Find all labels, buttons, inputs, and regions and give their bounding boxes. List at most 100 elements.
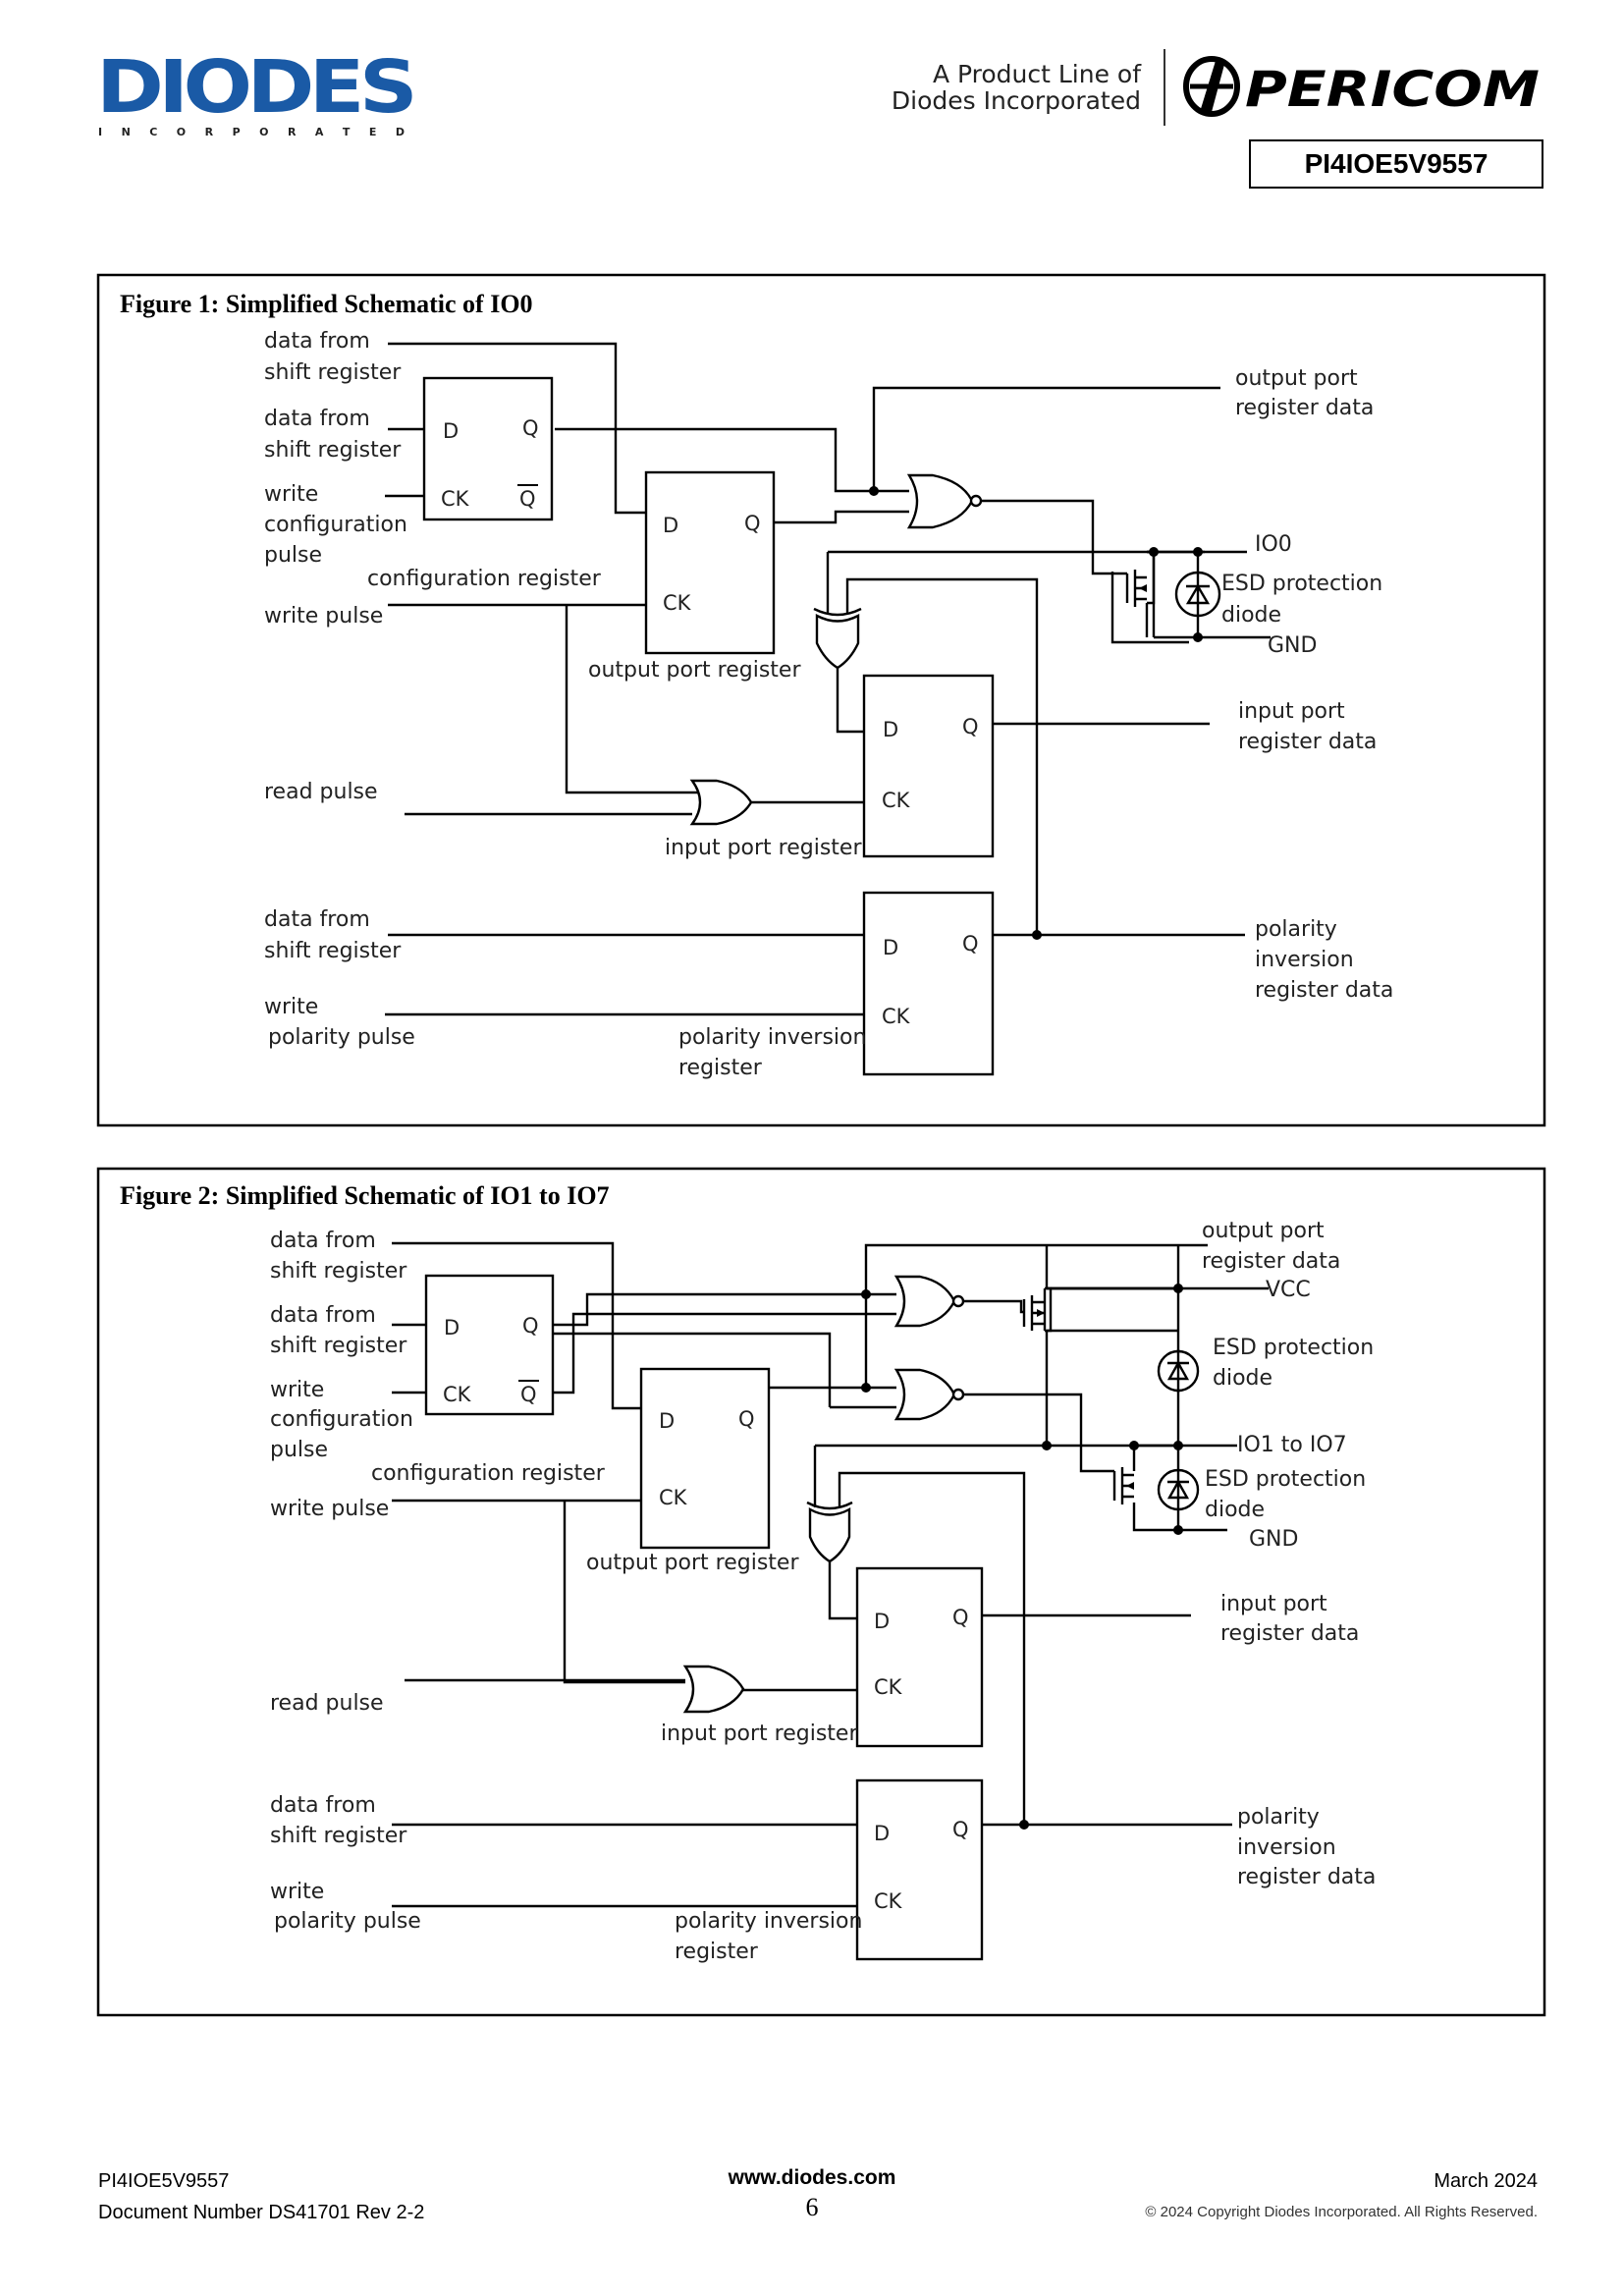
footer-copyright: © 2024 Copyright Diodes Incorporated. Al…: [1145, 2204, 1538, 2220]
label: ESD protection: [1205, 1467, 1366, 1492]
label: input port: [1238, 699, 1345, 724]
wire: [845, 577, 1039, 935]
schematic-line: [639, 1367, 771, 1550]
figure-2-frame: [96, 1167, 1546, 2017]
input-port-register-ff: D Q CK: [855, 1566, 984, 1748]
wire: [872, 386, 1220, 491]
label: pulse: [270, 1438, 328, 1462]
esd-diode-top-icon: [1157, 1349, 1200, 1393]
label: data from: [270, 1793, 376, 1818]
schematic-line: [422, 376, 554, 521]
label: shift register: [270, 1259, 407, 1284]
schematic-line: [855, 1566, 984, 1748]
label: polarity pulse: [274, 1909, 421, 1934]
xor-gate: [806, 1501, 853, 1563]
label: ESD protection: [1213, 1336, 1374, 1360]
label: D: [443, 419, 459, 443]
label: Q: [962, 932, 979, 956]
label: Q: [519, 487, 536, 511]
label: CK: [874, 1675, 903, 1699]
label: write: [270, 1378, 324, 1402]
figure-1-schematic: Figure 1: Simplified Schematic of IO0 D …: [96, 273, 1546, 1127]
footer-date: March 2024: [1434, 2170, 1538, 2192]
label: GND: [1268, 633, 1317, 658]
label: diode: [1205, 1498, 1265, 1522]
junction-dot: [1193, 547, 1203, 557]
schematic-line: [969, 494, 983, 508]
wire: [836, 665, 864, 734]
polarity-inversion-register-ff: D Q CK: [862, 891, 995, 1076]
label: data from: [264, 407, 370, 431]
schematic-line: [855, 1778, 984, 1961]
junction-dot: [861, 1383, 871, 1393]
label: CK: [882, 1005, 911, 1028]
label: diode: [1213, 1366, 1272, 1391]
output-port-register-ff: D Q CK: [639, 1367, 771, 1550]
junction-dot: [1173, 1441, 1183, 1450]
schematic-line: [862, 891, 995, 1076]
schematic-line: [553, 1332, 832, 1407]
label: output port register: [588, 658, 801, 683]
schematic-line: [808, 1506, 851, 1563]
junction-dot: [1173, 1284, 1183, 1293]
schematic-line: [1047, 1286, 1053, 1333]
schematic-line: [958, 1299, 1024, 1314]
label: configuration register: [367, 567, 602, 591]
schematic-line: [682, 1665, 745, 1714]
label: Q: [522, 1314, 539, 1338]
tagline-line-2: Diodes Incorporated: [891, 86, 1141, 115]
junction-dot: [1149, 547, 1159, 557]
label: read pulse: [264, 780, 378, 804]
junction-dot: [1173, 1525, 1183, 1535]
label: write pulse: [264, 604, 383, 629]
schematic-line: [813, 607, 862, 617]
label: Q: [738, 1407, 755, 1431]
footer-center: www.diodes.com 6: [665, 2163, 959, 2222]
schematic-line: [553, 1312, 896, 1394]
figure-2-schematic: Figure 2: Simplified Schematic of IO1 to…: [96, 1167, 1546, 2017]
pmos-transistor-icon: [1022, 1295, 1045, 1331]
label: register data: [1238, 730, 1377, 754]
label: Q: [952, 1606, 969, 1629]
schematic-line: [951, 1294, 965, 1308]
pericom-mark-icon: [1183, 56, 1240, 117]
configuration-register-ff: D Q CK Q: [424, 1274, 555, 1416]
schematic-line: [958, 1393, 1114, 1473]
schematic-line: [1139, 584, 1147, 592]
schematic-line: [1183, 56, 1240, 117]
label: configuration: [264, 513, 407, 537]
label: ESD protection: [1221, 572, 1382, 596]
label: data from: [264, 907, 370, 932]
label: D: [883, 718, 898, 741]
page-number: 6: [805, 2193, 819, 2221]
schematic-line: [424, 1274, 555, 1416]
label: IO1 to IO7: [1237, 1433, 1347, 1457]
schematic-line: [553, 1292, 896, 1327]
label: configuration register: [371, 1461, 606, 1486]
schematic-line: [392, 1241, 641, 1410]
schematic-line: [689, 779, 753, 826]
nmos-transistor-icon: [1112, 1467, 1134, 1504]
nor-gate-bottom: [893, 1368, 965, 1421]
footer-left: PI4IOE5V9557 Document Number DS41701 Rev…: [98, 2165, 424, 2228]
label: polarity: [1237, 1805, 1320, 1830]
or-gate: [689, 779, 753, 826]
label: shift register: [270, 1334, 407, 1358]
header-divider: [1164, 49, 1165, 126]
schematic-line: [1126, 1482, 1134, 1490]
schematic-line: [1132, 1503, 1227, 1532]
label: register data: [1237, 1865, 1376, 1889]
schematic-line: [838, 1471, 1026, 1825]
wire: [565, 605, 710, 794]
label: inversion: [1255, 948, 1354, 972]
product-line-tagline: A Product Line of Diodes Incorporated: [864, 61, 1141, 114]
junction-dot: [1042, 1441, 1052, 1450]
nor-gate: [906, 473, 983, 529]
label: input port register: [661, 1722, 858, 1746]
schematic-line: [769, 1294, 868, 1390]
diodes-logo-text: DIODES: [96, 51, 412, 130]
label: register data: [1202, 1249, 1340, 1274]
label: D: [444, 1316, 460, 1339]
footer-url[interactable]: www.diodes.com: [728, 2166, 896, 2189]
label: configuration: [270, 1407, 413, 1432]
